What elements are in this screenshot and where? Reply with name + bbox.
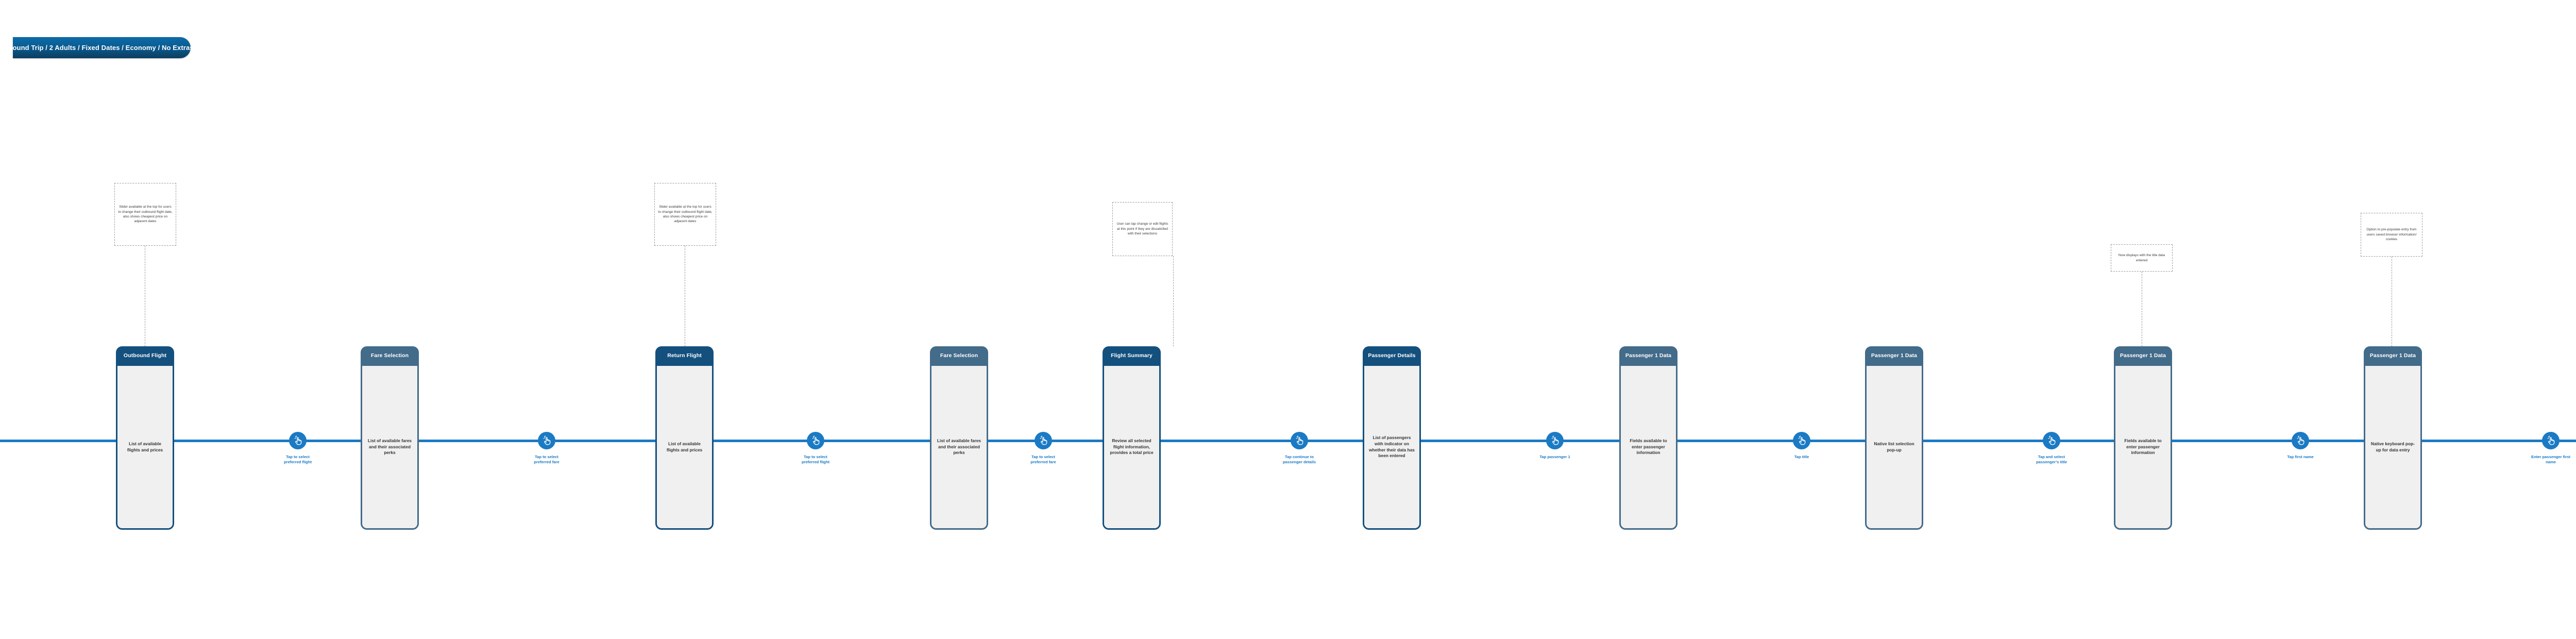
screen-card-title: Fare Selection [930, 346, 988, 366]
screen-card-body: Native list selection pop-up [1865, 366, 1923, 530]
interaction-step-enter-first-name[interactable]: Enter passenger first name [2531, 432, 2570, 464]
screen-card-body: Native keyboard pop-up for data entry [2364, 366, 2422, 530]
screen-card-body: Review all selected flight information, … [1103, 366, 1161, 530]
screen-card-body-text: List of available fares and their associ… [937, 438, 981, 456]
annotation-note-text: Option to pre-populate entry from users … [2366, 228, 2417, 242]
page-title: Core Flow Round Trip / 2 Adults / Fixed … [0, 44, 229, 52]
tap-hand-icon[interactable] [1035, 432, 1052, 449]
tap-hand-icon[interactable] [1291, 432, 1308, 449]
tap-hand-icon[interactable] [2292, 432, 2309, 449]
annotation-note-text: Slider available at the top for users to… [118, 205, 173, 224]
interaction-step-tap-title[interactable]: Tap title [1793, 432, 1810, 459]
screen-card-body: Fields available to enter passenger info… [1619, 366, 1677, 530]
screen-card-title: Passenger 1 Data [1865, 346, 1923, 366]
interaction-step-label: Tap and select passenger’s title [2036, 455, 2067, 465]
screen-card-title: Outbound Flight [116, 346, 174, 366]
screen-card-body-text: List of available flights and prices [127, 441, 163, 452]
screen-card-title: Fare Selection [361, 346, 419, 366]
interaction-step-tap-preferred-fare-2[interactable]: Tap to select preferred fare [1030, 432, 1056, 464]
screen-card-body: List of available fares and their associ… [930, 366, 988, 530]
interaction-step-tap-preferred-flight-1[interactable]: Tap to select preferred flight [284, 432, 312, 464]
tap-hand-icon[interactable] [1546, 432, 1564, 449]
annotation-note: Now displays with the title data entered [2111, 244, 2173, 272]
tap-hand-icon[interactable] [2542, 432, 2560, 449]
annotation-note-text: Slider available at the top for users to… [658, 205, 713, 224]
interaction-step-tap-preferred-fare-1[interactable]: Tap to select preferred fare [534, 432, 560, 464]
interaction-step-tap-preferred-flight-2[interactable]: Tap to select preferred flight [802, 432, 829, 464]
screen-card-body-text: Native keyboard pop-up for data entry [2370, 441, 2415, 452]
annotation-connector [1173, 256, 1174, 346]
interaction-step-label: Tap passenger 1 [1539, 455, 1570, 459]
interaction-step-label: Enter passenger first name [2531, 455, 2570, 465]
screen-card-title: Passenger 1 Data [2364, 346, 2422, 366]
screen-card-body: List of available flights and prices [116, 366, 174, 530]
screen-card-title: Flight Summary [1103, 346, 1161, 366]
interaction-step-label: Tap to select preferred flight [283, 455, 312, 465]
screen-card-title: Passenger 1 Data [2114, 346, 2172, 366]
interaction-step-label: Tap title [1794, 455, 1809, 459]
tap-hand-icon[interactable] [1793, 432, 1810, 449]
annotation-note-text: User can tap change or edit flights at t… [1116, 222, 1168, 236]
screen-card-body-text: Native list selection pop-up [1874, 441, 1914, 452]
screen-card-body-text: Review all selected flight information, … [1110, 438, 1154, 456]
interaction-step-label: Tap to select preferred fare [1030, 455, 1056, 465]
flow-rail [0, 440, 2576, 442]
screen-card-body-text: List of available flights and prices [666, 441, 703, 452]
interaction-step-label: Tap continue to passenger details [1282, 455, 1316, 465]
screen-card-body-text: List of available fares and their associ… [367, 438, 412, 456]
tap-hand-icon[interactable] [2043, 432, 2060, 449]
tap-hand-icon[interactable] [538, 432, 555, 449]
screen-card-title: Passenger 1 Data [1619, 346, 1677, 366]
tap-hand-icon[interactable] [289, 432, 307, 449]
screen-card-body: List of available fares and their associ… [361, 366, 419, 530]
annotation-note-text: Now displays with the title data entered [2118, 254, 2165, 262]
interaction-step-tap-continue-passenger[interactable]: Tap continue to passenger details [1283, 432, 1316, 464]
screen-card-body-text: Fields available to enter passenger info… [2124, 438, 2162, 456]
interaction-step-label: Tap first name [2287, 455, 2314, 459]
flow-title-prefix: Core Flow [0, 44, 6, 52]
annotation-note: Slider available at the top for users to… [654, 183, 716, 246]
interaction-step-label: Tap to select preferred flight [801, 455, 829, 465]
screen-card-title: Passenger Details [1363, 346, 1421, 366]
interaction-step-tap-select-title[interactable]: Tap and select passenger’s title [2036, 432, 2067, 464]
screen-card-body-text: List of passengers with indicator on whe… [1369, 435, 1415, 459]
interaction-step-tap-first-name[interactable]: Tap first name [2287, 432, 2314, 459]
annotation-note: User can tap change or edit flights at t… [1112, 202, 1173, 256]
flow-title-text: Round Trip / 2 Adults / Fixed Dates / Ec… [8, 44, 229, 52]
annotation-note: Slider available at the top for users to… [114, 183, 176, 246]
flow-title-banner: Core Flow Round Trip / 2 Adults / Fixed … [0, 37, 229, 58]
screen-card-body: List of available flights and prices [655, 366, 714, 530]
interaction-step-label: Tap to select preferred fare [534, 455, 560, 465]
screen-card-body: List of passengers with indicator on whe… [1363, 366, 1421, 530]
screen-card-body-text: Fields available to enter passenger info… [1630, 438, 1667, 456]
annotation-note: Option to pre-populate entry from users … [2361, 213, 2422, 257]
interaction-step-tap-passenger-1[interactable]: Tap passenger 1 [1539, 432, 1570, 459]
tap-hand-icon[interactable] [807, 432, 824, 449]
screen-card-body: Fields available to enter passenger info… [2114, 366, 2172, 530]
screen-card-title: Return Flight [655, 346, 714, 366]
